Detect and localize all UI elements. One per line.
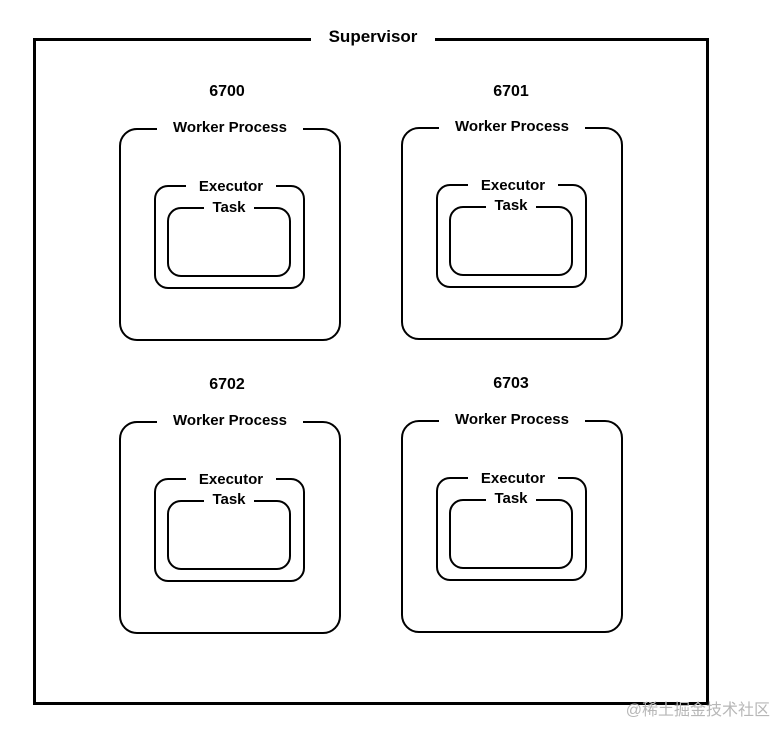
task-label: Task bbox=[486, 490, 536, 508]
executor-label: Executor bbox=[186, 178, 276, 196]
port-label-6702: 6702 bbox=[209, 376, 245, 393]
executor-label: Executor bbox=[468, 470, 558, 488]
port-label-6700: 6700 bbox=[209, 83, 245, 100]
task-box bbox=[167, 500, 291, 570]
task-box bbox=[449, 206, 573, 276]
port-label-6701: 6701 bbox=[493, 83, 529, 100]
executor-label: Executor bbox=[186, 471, 276, 489]
worker-process-label: Worker Process bbox=[157, 412, 303, 430]
watermark: @稀土掘金技术社区 bbox=[625, 702, 770, 719]
task-box bbox=[167, 207, 291, 277]
port-label-6703: 6703 bbox=[493, 375, 529, 392]
worker-process-label: Worker Process bbox=[439, 118, 585, 136]
worker-process-label: Worker Process bbox=[157, 119, 303, 137]
executor-label: Executor bbox=[468, 177, 558, 195]
task-box bbox=[449, 499, 573, 569]
task-label: Task bbox=[486, 197, 536, 215]
task-label: Task bbox=[204, 491, 254, 509]
supervisor-label: Supervisor bbox=[311, 24, 435, 50]
worker-process-label: Worker Process bbox=[439, 411, 585, 429]
task-label: Task bbox=[204, 199, 254, 217]
